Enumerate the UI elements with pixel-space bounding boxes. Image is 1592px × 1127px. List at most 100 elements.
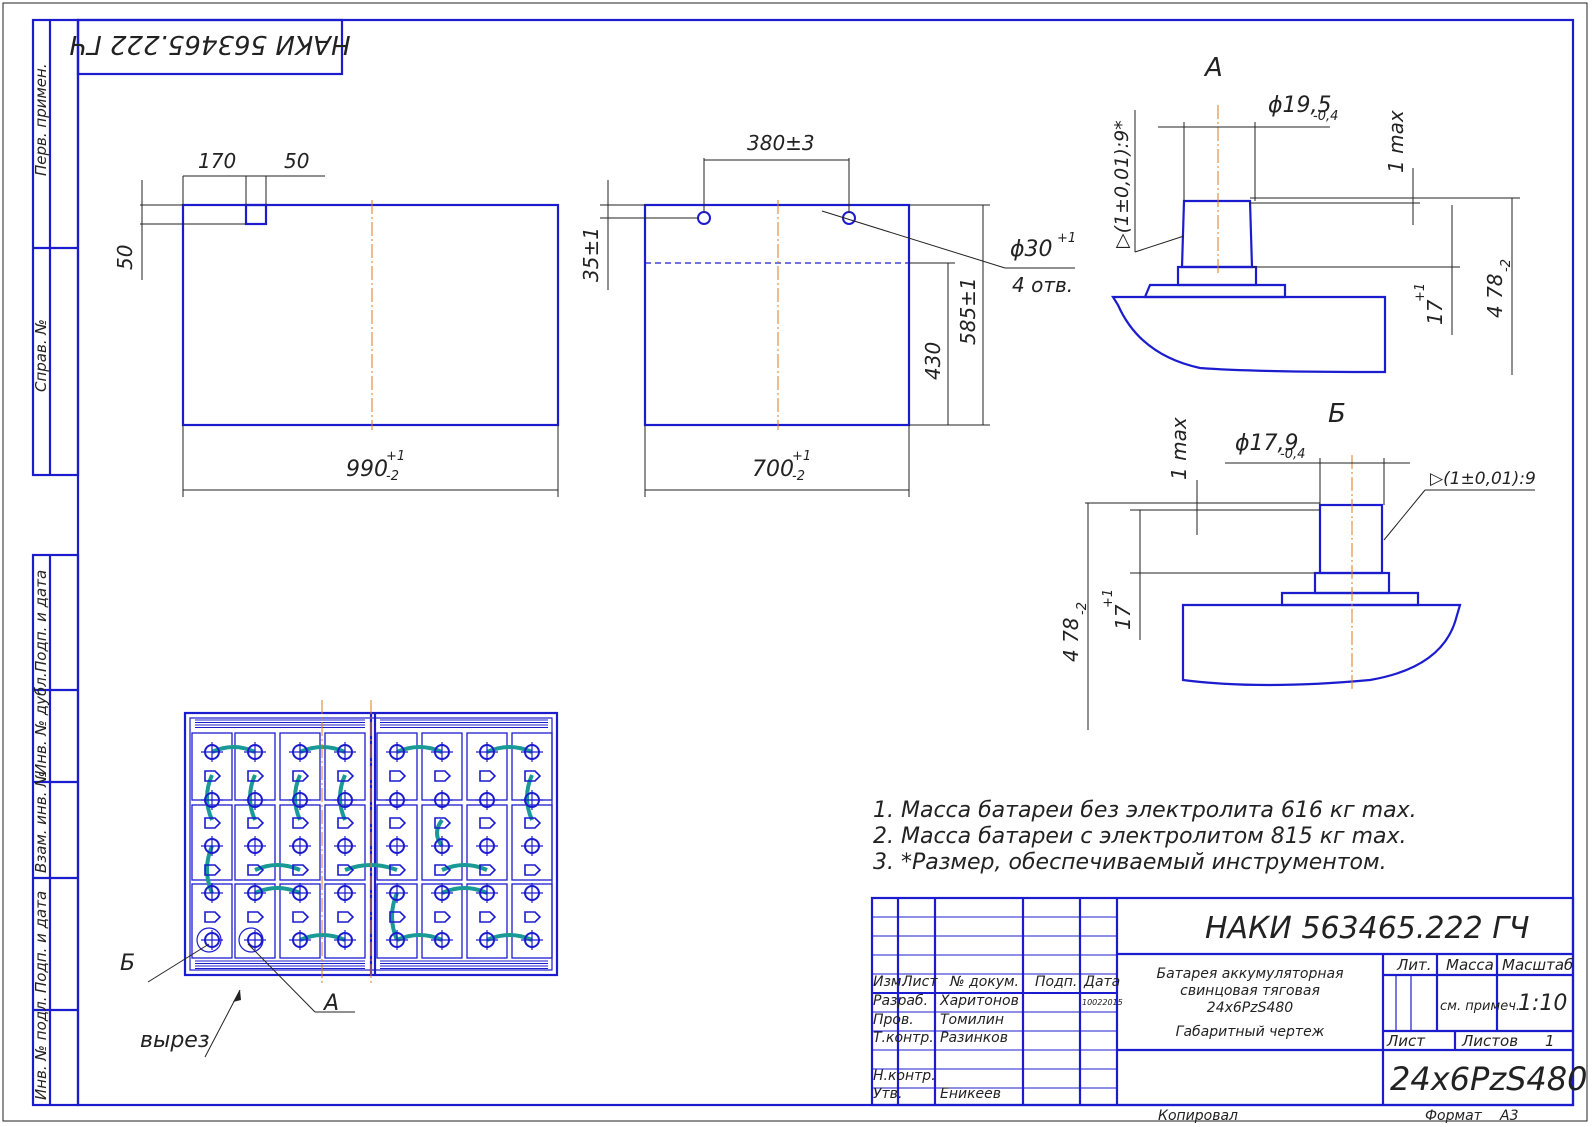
date-0: 10022015 bbox=[1082, 998, 1123, 1007]
side-label-podp1: Подп. и дата bbox=[32, 570, 50, 672]
stamp-top: НАКИ 563465.222 ГЧ bbox=[69, 18, 351, 76]
vent-plug bbox=[389, 817, 407, 829]
name-line-3: 24x6PzS480 bbox=[1207, 1000, 1293, 1016]
vent-plug bbox=[524, 864, 542, 876]
cell-connector bbox=[486, 933, 533, 942]
dim-990-tol-bot: -2 bbox=[386, 469, 399, 484]
massa-value: см. примеч. bbox=[1440, 999, 1520, 1014]
vent-plug bbox=[434, 817, 452, 829]
view-b-label: Б bbox=[1328, 399, 1346, 429]
vent-plug bbox=[292, 817, 310, 829]
dim-50-side: 50 bbox=[113, 245, 137, 270]
detail-b: Б ϕ17,9 -0,4 1 max 17 +1 4 78 -2 ▷(1±0,0… bbox=[1059, 399, 1536, 730]
cell-connector bbox=[435, 818, 444, 848]
vent-plug bbox=[524, 817, 542, 829]
vent-plug bbox=[524, 770, 542, 782]
format-value: А3 bbox=[1499, 1108, 1518, 1124]
cell-connector bbox=[441, 863, 488, 872]
vent-plug bbox=[204, 911, 222, 923]
dim-700-tol-bot: -2 bbox=[792, 469, 805, 484]
sheet-label: Лист bbox=[1386, 1032, 1426, 1050]
side-label-vzam: Взам. инв. № bbox=[32, 771, 50, 873]
title-block: Изм. Лист № докум. Подп. Дата Разраб. Ха… bbox=[870, 896, 1588, 1124]
note-1: 1. Масса батареи без электролита 616 кг … bbox=[873, 798, 1417, 823]
cell-connector bbox=[248, 774, 257, 821]
cell-connector bbox=[211, 745, 256, 754]
role-2: Т.контр. bbox=[873, 1030, 934, 1046]
vent-plug bbox=[479, 911, 497, 923]
taper-a: ▷(1±0,01):9* bbox=[1111, 120, 1133, 248]
vent-plug bbox=[389, 770, 407, 782]
cell-connector bbox=[254, 886, 301, 895]
side-view: 380±3 35±1 430 585±1 700 +1 -2 ϕ30 +1 4 … bbox=[579, 131, 1076, 497]
side-label-sprav: Справ. № bbox=[32, 319, 50, 392]
vent-plug bbox=[434, 864, 452, 876]
product: 24x6PzS480 bbox=[1390, 1060, 1588, 1098]
vent-plug bbox=[337, 770, 355, 782]
dim-478-a: 4 78 bbox=[1483, 273, 1507, 318]
cell-connector bbox=[396, 745, 443, 754]
dim-17-b-tol: +1 bbox=[1101, 589, 1116, 608]
vent-plug bbox=[247, 770, 265, 782]
detail-a: А ϕ19,5 -0,4 1 max 17 +1 4 78 -2 ▷(1±0,0… bbox=[1111, 53, 1520, 375]
cell-connector bbox=[396, 933, 443, 942]
role-1: Пров. bbox=[873, 1012, 914, 1028]
vent-plug bbox=[247, 817, 265, 829]
dim-50-top: 50 bbox=[284, 149, 309, 173]
label-cutout: вырез bbox=[140, 1028, 210, 1053]
name-1: Томилин bbox=[940, 1012, 1004, 1028]
dim-17-b: 17 bbox=[1111, 604, 1135, 630]
detail-b-marker bbox=[196, 927, 222, 953]
sheets-label: Листов bbox=[1461, 1032, 1518, 1050]
role-3: Н.контр. bbox=[873, 1068, 936, 1084]
notes: 1. Масса батареи без электролита 616 кг … bbox=[873, 798, 1417, 875]
vent-plug bbox=[204, 817, 222, 829]
role-0: Разраб. bbox=[873, 993, 928, 1009]
label-a: А bbox=[322, 991, 339, 1016]
copied-label: Копировал bbox=[1158, 1108, 1238, 1124]
front-view: 170 50 50 990 +1 -2 bbox=[113, 149, 560, 497]
vent-plug bbox=[247, 864, 265, 876]
dim-585: 585±1 bbox=[956, 277, 980, 345]
format-label: Формат bbox=[1425, 1108, 1483, 1124]
massa-label: Масса bbox=[1446, 956, 1494, 974]
dim-478-b: 4 78 bbox=[1059, 617, 1083, 662]
cell-connector bbox=[390, 892, 399, 941]
cell-connector bbox=[299, 933, 346, 942]
designation: НАКИ 563465.222 ГЧ bbox=[1205, 911, 1530, 946]
hdr-list: Лист bbox=[901, 974, 938, 990]
hdr-podp: Подп. bbox=[1035, 974, 1077, 990]
vent-plug bbox=[292, 770, 310, 782]
cell-connector bbox=[205, 774, 214, 821]
dim-holes: 4 отв. bbox=[1012, 273, 1073, 297]
dim-430: 430 bbox=[921, 342, 945, 380]
dim-990: 990 bbox=[346, 457, 388, 482]
vent-plug bbox=[389, 864, 407, 876]
side-strip: Перв. примен. Справ. № Подп. и дата Инв.… bbox=[31, 18, 80, 1107]
cell-connector bbox=[254, 863, 301, 872]
side-label-perv: Перв. примен. bbox=[32, 63, 50, 176]
dim-478-b-tol: -2 bbox=[1075, 602, 1090, 615]
detail-a-marker bbox=[238, 927, 264, 953]
dim-17-a-tol: +1 bbox=[1413, 283, 1428, 302]
dim-phi17: ϕ17,9 bbox=[1235, 431, 1299, 456]
vent-plug bbox=[337, 817, 355, 829]
dim-700-tol-top: +1 bbox=[792, 449, 811, 464]
name-4: Еникеев bbox=[940, 1086, 1001, 1102]
dim-170: 170 bbox=[198, 149, 236, 173]
hdr-ndoc: № докум. bbox=[949, 974, 1019, 990]
vent-plug bbox=[292, 911, 310, 923]
note-3: 3. *Размер, обеспечиваемый инструментом. bbox=[873, 850, 1387, 875]
vent-plug bbox=[434, 770, 452, 782]
vent-plug bbox=[337, 864, 355, 876]
label-b: Б bbox=[120, 951, 135, 976]
note-2: 2. Масса батареи с электролитом 815 кг m… bbox=[873, 824, 1407, 849]
dim-phi30: ϕ30 bbox=[1010, 237, 1053, 262]
vent-plug bbox=[389, 911, 407, 923]
side-label-podl: Инв. № подл. bbox=[32, 997, 50, 1100]
dim-phi17-tol: -0,4 bbox=[1280, 447, 1305, 462]
masshtab-label: Масштаб bbox=[1502, 956, 1573, 974]
vent-plug bbox=[247, 911, 265, 923]
dim-990-tol-top: +1 bbox=[386, 449, 405, 464]
svg-text:НАКИ 563465.222 ГЧ: НАКИ 563465.222 ГЧ bbox=[69, 29, 350, 59]
